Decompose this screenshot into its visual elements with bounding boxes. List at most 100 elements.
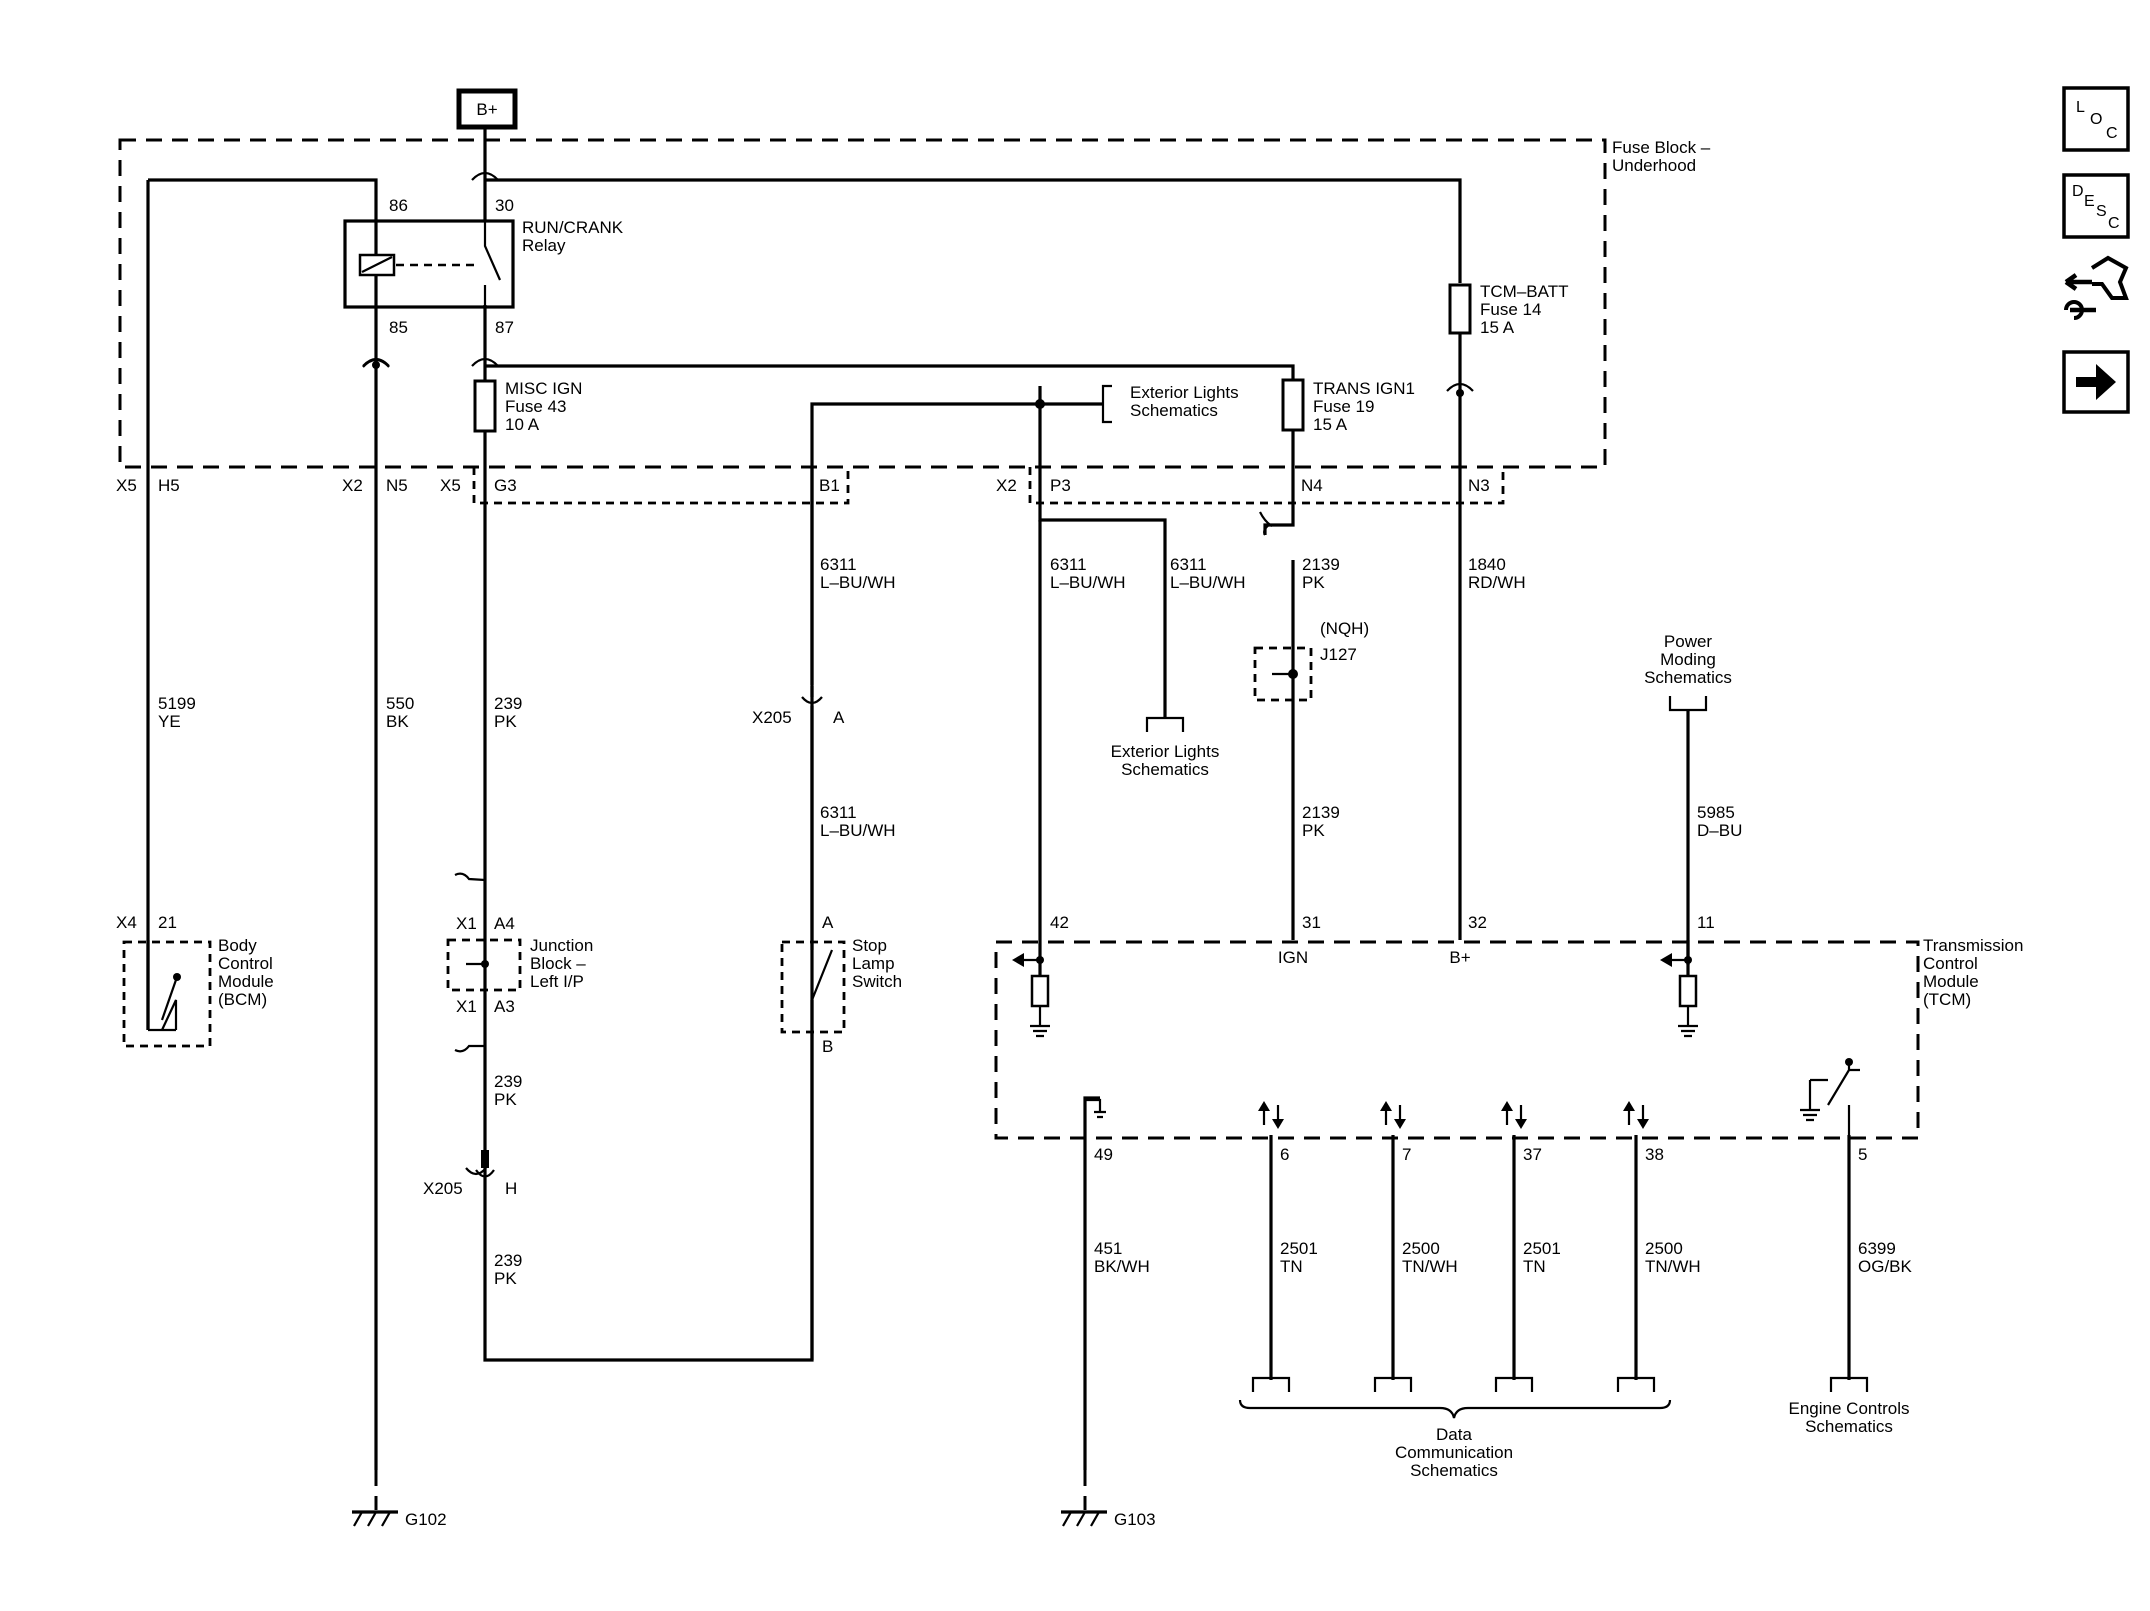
wire-5985-num: 5985 [1697,803,1735,822]
wire-2139a-color: PK [1302,573,1325,592]
tcm-label-1: Transmission [1923,936,2023,955]
wire-labels: 5199 YE 550 BK 239 PK 239 PK 239 PK 6311… [158,555,1913,1288]
wire-1840-num: 1840 [1468,555,1506,574]
loc-button[interactable]: L O C [2062,86,2130,152]
wire-239a-color: PK [494,712,517,731]
jb-conn-top: X1 [456,914,477,933]
trans-ign1-fuse-label-2: Fuse 19 [1313,397,1374,416]
x205-a-conn: X205 [752,708,792,727]
tcm-pin-32: 32 [1468,913,1487,932]
bus-wires [148,127,1462,1362]
conn-x5-g3: X5 [440,476,461,495]
wire-2501b-num: 2501 [1523,1239,1561,1258]
stop-lamp-label-1: Stop [852,936,887,955]
wire-550-color: BK [386,712,409,731]
arrow-right-icon [2076,364,2116,400]
tcm-pin-37: 37 [1523,1145,1542,1164]
wire-2501a-color: TN [1280,1257,1303,1276]
exterior-lights-ref-bottom [1145,716,1185,732]
wire-2139a-num: 2139 [1302,555,1340,574]
tcm-batt-fuse-label-3: 15 A [1480,318,1515,337]
wire-451-num: 451 [1094,1239,1122,1258]
tcm-module [994,940,1920,1140]
bcm-label-1: Body [218,936,257,955]
power-moding-2: Moding [1660,650,1716,669]
conn-x5-left: X5 [116,476,137,495]
power-moding-3: Schematics [1644,668,1732,687]
next-arrow-button[interactable] [2062,350,2130,414]
jb-label-2: Block – [530,954,586,973]
wire-239b-color: PK [494,1090,517,1109]
desc-letter-s: S [2096,203,2107,220]
splice-name: J127 [1320,645,1357,664]
lower-hops [362,358,1273,536]
tcm-pin-6: 6 [1280,1145,1289,1164]
engine-controls-1: Engine Controls [1789,1399,1910,1418]
tcm-ign-label: IGN [1278,948,1308,967]
stop-lamp-pin-a: A [822,913,834,932]
wire-2139b-color: PK [1302,821,1325,840]
trans-ign1-fuse-label-1: TRANS IGN1 [1313,379,1415,398]
connector-tool-icon[interactable] [2064,255,2129,320]
ext-lights-bottom-2: Schematics [1121,760,1209,779]
loc-letter-o: O [2090,111,2102,128]
wire-2500a-num: 2500 [1402,1239,1440,1258]
wire-5985-color: D–BU [1697,821,1742,840]
wire-451-color: BK/WH [1094,1257,1150,1276]
pin-n5: N5 [386,476,408,495]
x205-connector-h [465,1150,495,1178]
misc-ign-fuse-label-2: Fuse 43 [505,397,566,416]
splice-option: (NQH) [1320,619,1369,638]
relay-pin-87: 87 [495,318,514,337]
wire-6311d-num: 6311 [1170,555,1207,574]
desc-button[interactable]: D E S C [2062,173,2130,239]
stop-lamp-pin-b: B [822,1037,833,1056]
bcm-label-3: Module [218,972,274,991]
j127-splice [1253,646,1313,702]
power-moding-1: Power [1664,632,1713,651]
jb-label-3: Left I/P [530,972,584,991]
x205-a-pin: A [833,708,845,727]
pin-b1: B1 [819,476,840,495]
trans-ign1-fuse-label-3: 15 A [1313,415,1348,434]
data-comm-1: Data [1436,1425,1472,1444]
pin-p3: P3 [1050,476,1071,495]
jb-pin-bot: A3 [494,997,515,1016]
tcm-pin-5: 5 [1858,1145,1867,1164]
wire-2500b-color: TN/WH [1645,1257,1701,1276]
stop-lamp-label-2: Lamp [852,954,895,973]
relay-pin-30: 30 [495,196,514,215]
wire-6311b-color: L–BU/WH [820,821,896,840]
trans-ign1-fuse [1281,378,1305,432]
wire-6399-num: 6399 [1858,1239,1896,1258]
bcm-label-4: (BCM) [218,990,267,1009]
ground-g102 [352,1510,398,1527]
ext-lights-top-1: Exterior Lights [1130,383,1239,402]
jb-label-1: Junction [530,936,593,955]
bcm-label-2: Control [218,954,273,973]
wire-6311c-num: 6311 [1050,555,1087,574]
wire-2500b-num: 2500 [1645,1239,1683,1258]
desc-letter-c: C [2108,215,2120,232]
bcm-module [122,940,212,1048]
jb-pin-top: A4 [494,914,515,933]
tcm-pin-31: 31 [1302,913,1321,932]
run-crank-relay [343,219,515,309]
fuse-block-title-1: Fuse Block – [1612,138,1711,157]
tcm-pin-42: 42 [1050,913,1069,932]
engine-controls-2: Schematics [1805,1417,1893,1436]
tcm-label-3: Module [1923,972,1979,991]
wire-239b-num: 239 [494,1072,522,1091]
x205-connector-a [801,686,823,705]
fuse-block-outline [118,138,1607,505]
pin-n4: N4 [1301,476,1323,495]
jb-conn-bot: X1 [456,997,477,1016]
data-comm-2: Communication [1395,1443,1513,1462]
engine-controls-ref [1829,1376,1869,1392]
relay-pin-86: 86 [389,196,408,215]
wire-6311c-color: L–BU/WH [1050,573,1126,592]
relay-pin-85: 85 [389,318,408,337]
desc-letter-d: D [2072,183,2084,200]
wire-6311d-color: L–BU/WH [1170,573,1246,592]
